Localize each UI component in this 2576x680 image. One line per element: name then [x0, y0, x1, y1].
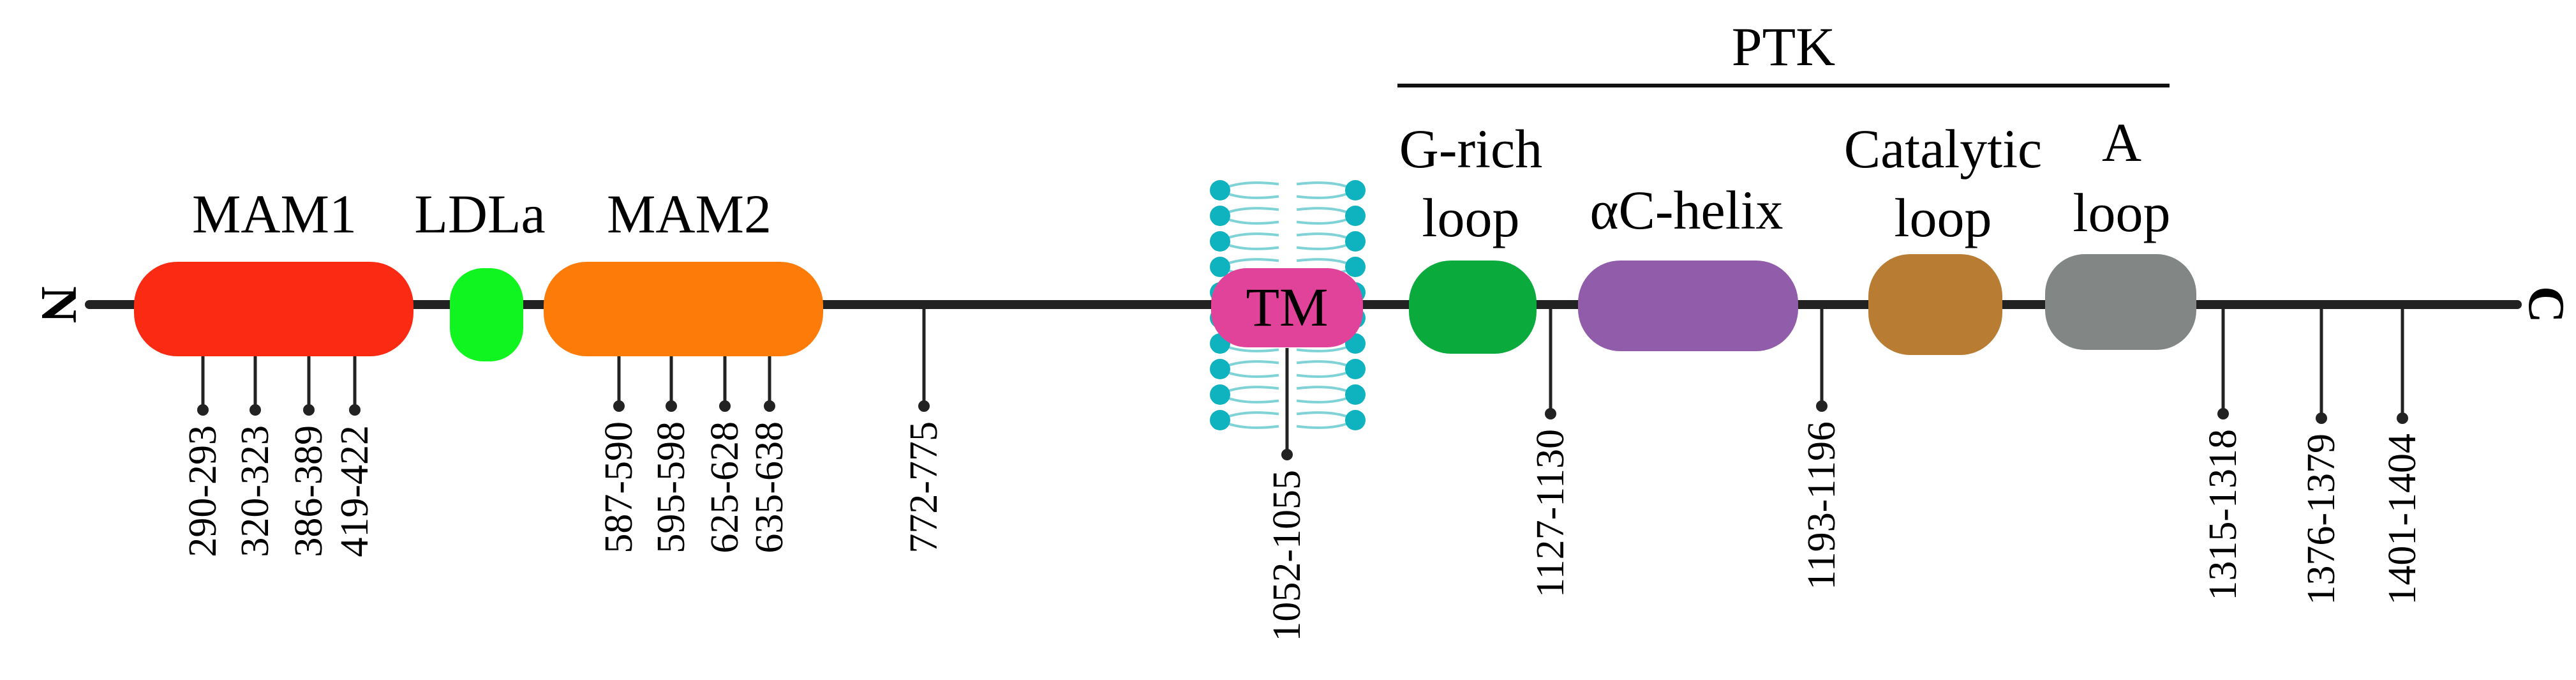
lipid-head [1345, 384, 1366, 405]
site-tick-dot [719, 400, 731, 412]
site-position-label: 635-638 [748, 421, 791, 554]
ldla-label: LDLa [414, 183, 545, 245]
mam1-domain [134, 262, 413, 356]
lipid-tail [1296, 244, 1347, 250]
site-position-label: 419-422 [333, 425, 376, 557]
site-position-label: 1127-1130 [1529, 429, 1572, 598]
lipid-tail [1296, 258, 1347, 264]
site-position-label: 1193-1196 [1800, 421, 1843, 590]
lipid-tail [1228, 397, 1279, 404]
site-position-label: 1052-1055 [1265, 470, 1309, 642]
n-terminus-label: N [31, 286, 87, 323]
lipid-tail [1228, 218, 1279, 225]
lipid-head [1345, 359, 1366, 379]
site-tick-dot [303, 404, 315, 416]
lipid-tail [1228, 258, 1279, 264]
lipid-tail [1228, 207, 1279, 213]
lipid-tail [1296, 423, 1347, 429]
lipid-tail [1296, 207, 1347, 213]
c-terminus-label: C [2518, 286, 2574, 323]
a-loop-domain [2045, 254, 2196, 350]
lipid-tail [1228, 372, 1279, 378]
lipid-head [1345, 180, 1366, 200]
site-tick-dot [613, 400, 625, 412]
site-tick-dot [764, 400, 775, 412]
lipid-tail [1228, 244, 1279, 250]
site-tick-dot [2217, 408, 2229, 419]
g-rich-loop-domain [1409, 261, 1537, 354]
site-position-label: 625-628 [703, 421, 747, 554]
lipid-tail [1296, 411, 1347, 418]
lipid-tail [1228, 346, 1279, 352]
lipid-tail [1228, 360, 1279, 366]
lipid-tail [1296, 193, 1347, 199]
site-tick-dot [249, 404, 261, 416]
tm-domain [1211, 268, 1363, 347]
catalytic-loop-domain [1868, 254, 2002, 355]
a-loop-label-line1: A [2102, 112, 2141, 173]
site-tick-dot [349, 404, 361, 416]
lipid-tail [1296, 372, 1347, 378]
lipid-tail [1296, 346, 1347, 352]
site-tick-dot [2316, 412, 2327, 424]
lipid-tail [1228, 193, 1279, 199]
lipid-head [1210, 206, 1230, 226]
site-position-label: 320-323 [234, 425, 277, 557]
lipid-head [1210, 359, 1230, 379]
lipid-tail [1228, 181, 1279, 188]
site-position-label: 386-389 [287, 425, 331, 557]
tm-label: TM [1246, 276, 1329, 338]
g-rich-label-line1: G-rich [1399, 118, 1542, 179]
lipid-head [1345, 231, 1366, 252]
lipid-tail [1296, 181, 1347, 188]
site-tick-dot [1816, 400, 1828, 412]
g-rich-label-line2: loop [1422, 187, 1520, 248]
ac-helix-domain [1578, 261, 1798, 351]
site-tick-dot [197, 404, 209, 416]
site-position-label: 1376-1379 [2300, 434, 2343, 605]
site-position-label: 290-293 [181, 425, 225, 557]
site-tick-dot [1545, 408, 1556, 419]
mam2-domain [544, 262, 823, 356]
catalytic-label-line2: loop [1895, 187, 1992, 248]
site-tick-dot [1281, 449, 1293, 460]
lipid-tail [1228, 386, 1279, 392]
ac-helix-label: αC-helix [1590, 179, 1783, 241]
catalytic-label-line1: Catalytic [1844, 118, 2042, 179]
lipid-head [1345, 257, 1366, 277]
ldla-domain [450, 268, 523, 361]
site-position-label: 772-775 [902, 421, 946, 554]
site-tick-dot [666, 400, 677, 412]
mam2-label: MAM2 [607, 183, 771, 245]
site-position-label: 1401-1404 [2381, 434, 2424, 605]
lipid-head [1210, 257, 1230, 277]
site-position-label: 587-590 [597, 421, 641, 554]
lipid-head [1210, 180, 1230, 200]
lipid-tail [1296, 218, 1347, 225]
lipid-tail [1228, 423, 1279, 429]
lipid-tail [1296, 360, 1347, 366]
lipid-head [1345, 206, 1366, 226]
lipid-head [1345, 410, 1366, 430]
lipid-tail [1296, 386, 1347, 392]
ptk-label: PTK [1732, 16, 1835, 77]
lipid-tail [1296, 397, 1347, 404]
lipid-head [1210, 231, 1230, 252]
lipid-tail [1228, 411, 1279, 418]
lipid-tail [1228, 232, 1279, 239]
site-position-label: 595-598 [650, 421, 693, 554]
site-tick-dot [918, 400, 930, 412]
lipid-tail [1296, 232, 1347, 239]
a-loop-label-line2: loop [2073, 182, 2171, 243]
mam1-label: MAM1 [192, 183, 357, 245]
lipid-head [1210, 384, 1230, 405]
lipid-head [1210, 410, 1230, 430]
site-tick-dot [2397, 412, 2408, 424]
site-position-label: 1315-1318 [2201, 429, 2245, 601]
